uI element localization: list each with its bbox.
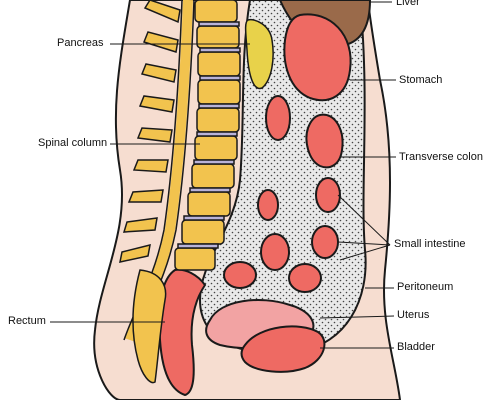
small-intestine-loop-5 [288, 263, 322, 293]
small-intestine-loop-1 [315, 177, 341, 213]
label-small-intestine: Small intestine [394, 238, 466, 250]
bladder-organ [240, 325, 326, 373]
colon-loop-left [265, 95, 291, 141]
label-rectum: Rectum [8, 315, 46, 327]
pancreas-organ [244, 18, 274, 90]
spinal-column [174, 0, 241, 271]
small-intestine-loop-6 [257, 189, 279, 221]
stomach-organ [283, 13, 352, 102]
small-intestine-loop-2 [311, 225, 339, 259]
transverse-colon-organ [305, 113, 344, 169]
small-intestine-loop-3 [260, 233, 290, 271]
leader-lines [50, 1, 396, 349]
small-intestine-loop-4 [223, 261, 257, 289]
label-stomach: Stomach [399, 74, 443, 86]
label-liver: Liver [396, 0, 420, 8]
spinous-processes [119, 0, 181, 263]
label-spinal-column: Spinal column [38, 137, 108, 149]
label-peritoneum: Peritoneum [397, 281, 454, 293]
label-pancreas: Pancreas [57, 37, 104, 49]
label-transverse-colon: Transverse colon [399, 151, 483, 163]
sacrum [132, 269, 167, 384]
label-uterus: Uterus [397, 309, 430, 321]
label-bladder: Bladder [397, 341, 435, 353]
